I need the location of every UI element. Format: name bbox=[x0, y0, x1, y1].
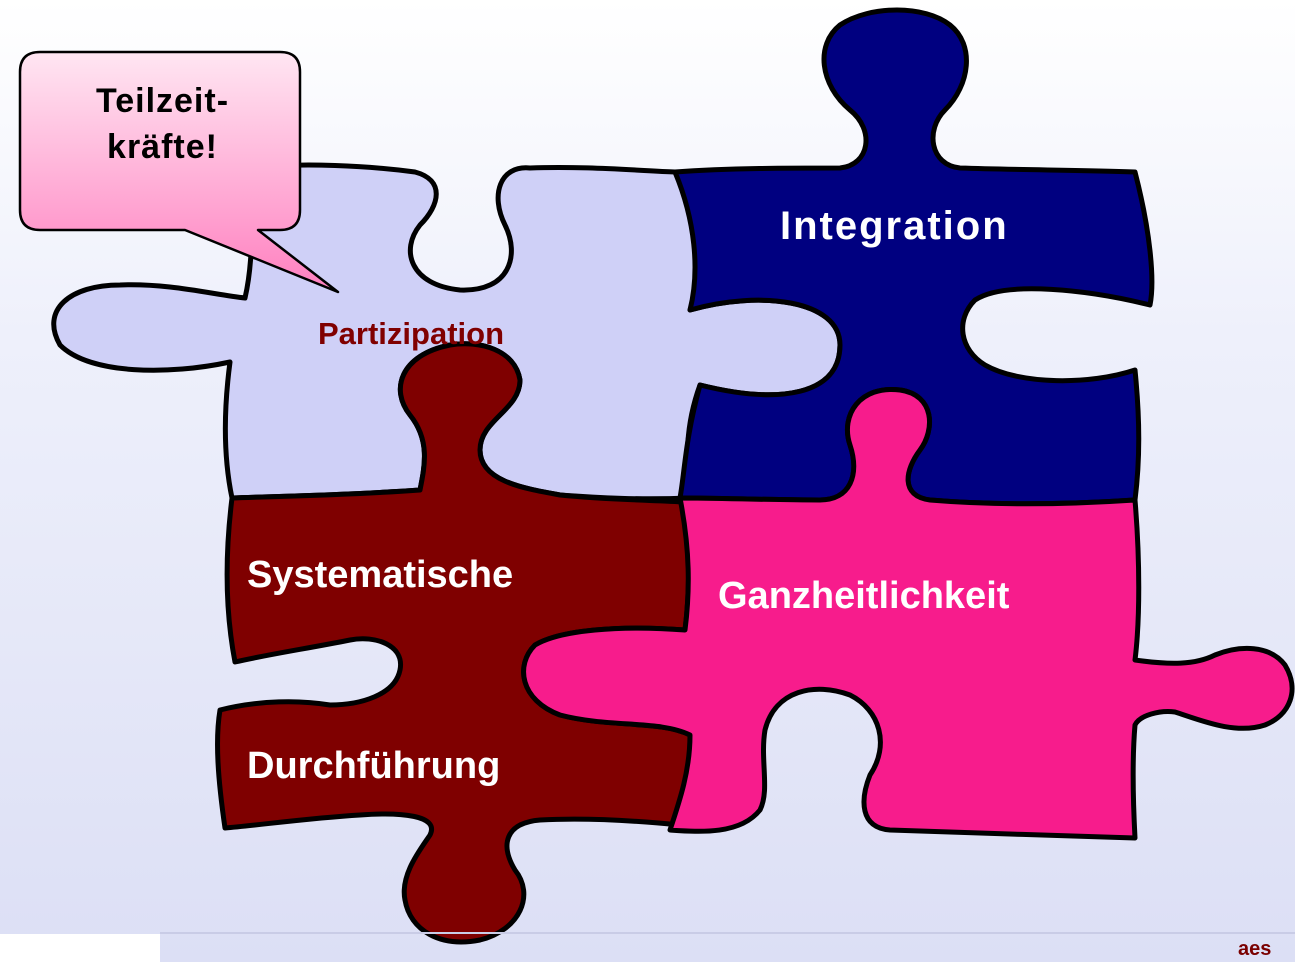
bubble-line-2: kräfte! bbox=[107, 128, 218, 166]
bubble-line-1: Teilzeit- bbox=[95, 82, 230, 120]
label-ganzheitlichkeit: Ganzheitlichkeit bbox=[718, 575, 1010, 617]
footer-divider bbox=[160, 932, 1295, 934]
label-partizipation: Partizipation bbox=[318, 316, 505, 351]
puzzle-piece-integration bbox=[672, 7, 1155, 507]
footer-brand-text: aes bbox=[1238, 938, 1272, 960]
label-integration: Integration bbox=[780, 204, 1009, 248]
bubble-text: Teilzeit- kräfte! bbox=[40, 78, 285, 170]
puzzle-piece-systematische bbox=[215, 341, 693, 945]
label-durchfuehrung: Durchführung bbox=[247, 745, 501, 787]
label-systematische: Systematische bbox=[247, 554, 514, 596]
puzzle-piece-ganzheitlichkeit bbox=[521, 386, 1295, 841]
footer-logo-area bbox=[0, 934, 160, 962]
speech-bubble bbox=[18, 50, 340, 294]
